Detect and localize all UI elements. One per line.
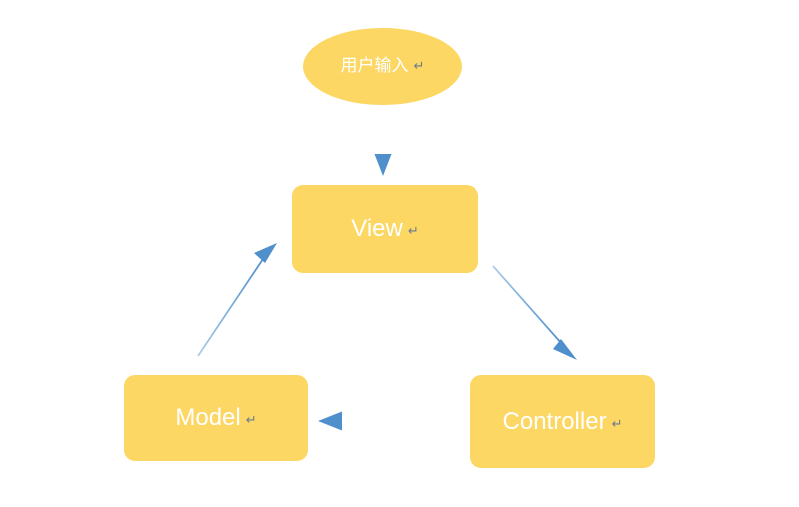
return-glyph-icon: ↵ (413, 58, 425, 73)
return-glyph-icon: ↵ (245, 412, 257, 427)
edge-view-to-controller (492, 265, 577, 360)
node-model-label: Model ↵ (175, 404, 257, 431)
node-controller-label: Controller ↵ (502, 407, 623, 435)
node-user-input[interactable]: 用户输入 ↵ (303, 28, 462, 105)
node-model[interactable]: Model ↵ (124, 375, 308, 461)
edge-model-to-view (197, 243, 277, 357)
node-user-input-label: 用户输入 ↵ (340, 56, 425, 76)
edge-controller-to-model (318, 411, 470, 431)
node-view[interactable]: View ↵ (292, 185, 478, 273)
node-controller[interactable]: Controller ↵ (470, 375, 655, 468)
return-glyph-icon: ↵ (611, 415, 623, 431)
edge-user-input-to-view (374, 106, 392, 176)
node-view-label: View ↵ (351, 215, 419, 242)
return-glyph-icon: ↵ (407, 223, 419, 238)
